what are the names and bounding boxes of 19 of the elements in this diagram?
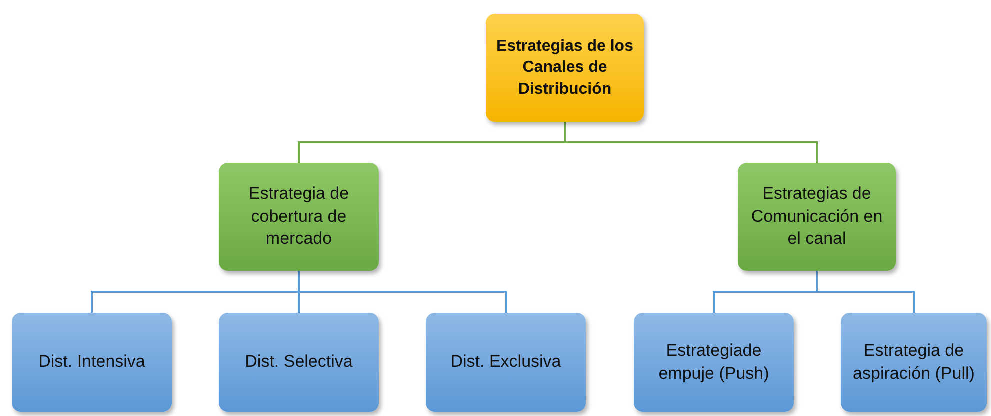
process-box [219, 313, 379, 412]
process-box [738, 163, 896, 271]
process-box [12, 313, 172, 412]
process-box [634, 313, 794, 412]
box-label: Estrategiade empuje (Push) [658, 340, 770, 384]
box-label: Dist. Selectiva [245, 351, 353, 374]
process-box [841, 313, 987, 412]
connector-line [816, 271, 915, 313]
box-label: Estrategia de aspiración (Pull) [852, 340, 976, 384]
box-label: Estrategia de cobertura de mercado [248, 182, 350, 250]
box-label: Estrategias de los Canales de Distribución [496, 36, 634, 100]
box-label: Dist. Intensiva [38, 351, 146, 374]
connector-line [298, 271, 507, 313]
process-box [219, 163, 379, 271]
box-label: Estrategias de Comunicación en el canal [750, 182, 884, 250]
process-box [426, 313, 586, 412]
connector-line [564, 122, 818, 163]
process-box [486, 14, 644, 122]
box-label: Dist. Exclusiva [450, 351, 562, 374]
